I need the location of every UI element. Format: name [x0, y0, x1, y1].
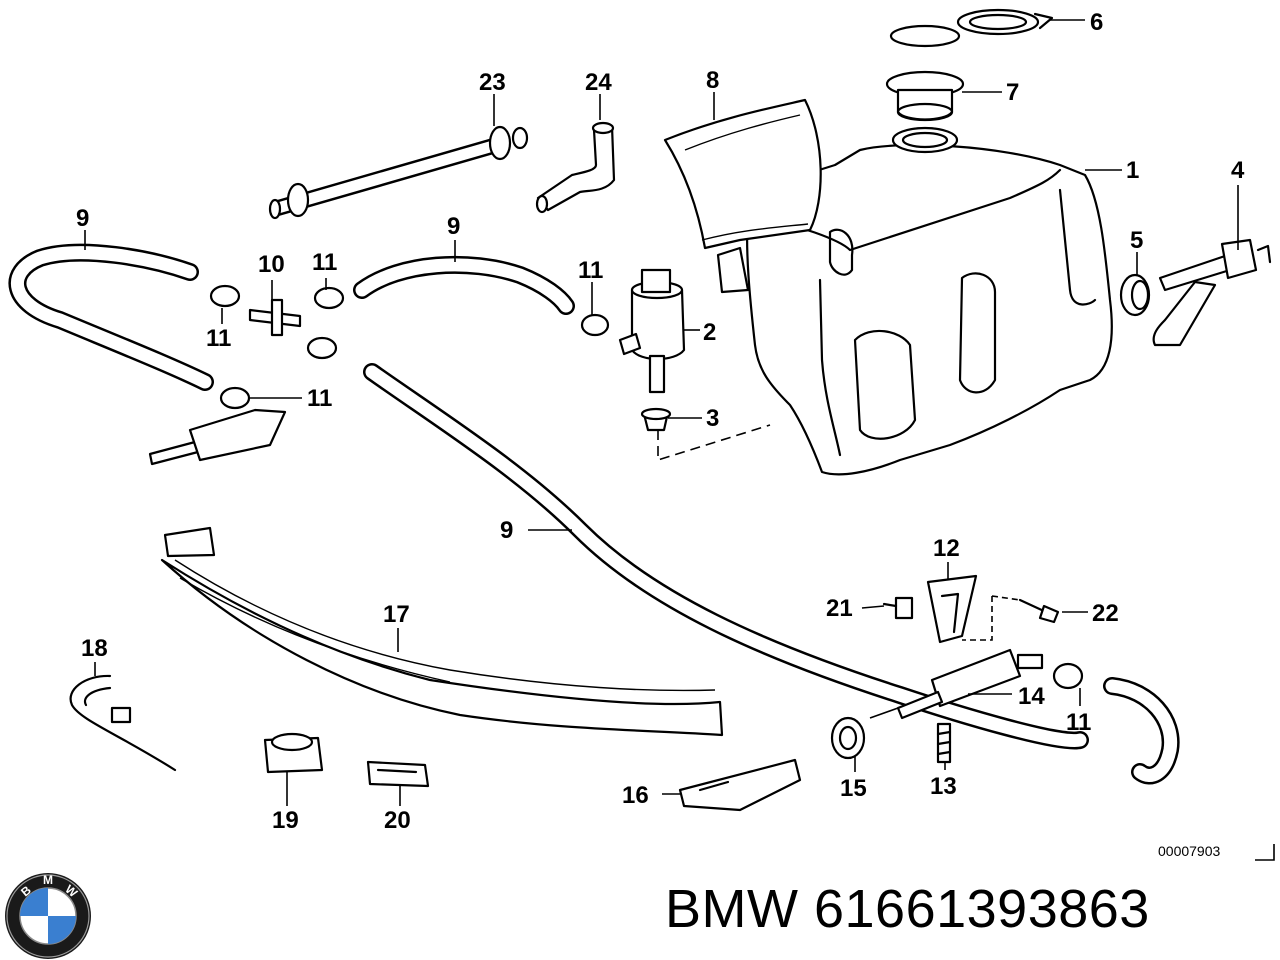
heater-14 [896, 648, 1044, 720]
callout-2: 2 [703, 319, 716, 346]
callout-19: 19 [272, 807, 299, 834]
holder-15 [830, 716, 866, 760]
callout-13: 13 [930, 773, 957, 800]
hose-left-9 [8, 243, 214, 391]
callout-6: 6 [1090, 9, 1103, 36]
callout-9b: 9 [447, 213, 460, 240]
bmw-logo-icon: B M W [5, 873, 91, 959]
cable-tie-18 [69, 674, 177, 772]
callout-1: 1 [1126, 157, 1139, 184]
callout-8: 8 [706, 67, 719, 94]
clip-20 [366, 760, 430, 788]
callout-23: 23 [479, 69, 506, 96]
hose-right-hook [1103, 677, 1180, 785]
pipe-23 [268, 125, 529, 220]
screw-22 [1018, 598, 1060, 624]
callout-17: 17 [383, 601, 410, 628]
reference-code: 00007903 [1158, 843, 1221, 859]
hose-main-9 [363, 363, 1089, 750]
logo-letter-m: M [43, 873, 53, 887]
nozzle-16 [678, 758, 802, 812]
callout-24: 24 [585, 69, 612, 96]
washer-pump-2 [618, 268, 686, 394]
callout-18: 18 [81, 635, 108, 662]
callout-11b: 11 [206, 325, 231, 352]
callout-14: 14 [1018, 683, 1045, 710]
clip-19 [263, 732, 324, 774]
t-connector-10 [248, 298, 302, 337]
callout-11e: 11 [1066, 709, 1091, 736]
shield-8 [663, 98, 822, 250]
level-sensor-4 [1152, 238, 1272, 347]
corner-mark [1255, 844, 1275, 861]
elbow-24 [535, 121, 616, 214]
plug-21 [882, 596, 914, 620]
bracket-12 [926, 574, 978, 644]
callout-9c: 9 [500, 517, 513, 544]
callout-3: 3 [706, 405, 719, 432]
hose-clamp-11 [209, 284, 1084, 690]
callout-10: 10 [258, 251, 285, 278]
callout-21: 21 [826, 595, 853, 622]
callout-5: 5 [1130, 227, 1143, 254]
part-number-title: BMW 61661393863 [665, 879, 1150, 939]
bumper-bracket-17 [160, 526, 724, 737]
grommet-3 [640, 407, 672, 432]
callout-7: 7 [1006, 79, 1019, 106]
callout-11c: 11 [578, 257, 603, 284]
leader-lines [84, 19, 1239, 806]
hose-upper-9 [353, 255, 575, 315]
callout-20: 20 [384, 807, 411, 834]
screw-13 [936, 722, 952, 764]
callout-11a: 11 [312, 249, 337, 276]
callout-11d: 11 [307, 385, 332, 412]
seal-ring-6 [889, 8, 1054, 48]
callout-22: 22 [1092, 600, 1119, 627]
callout-16: 16 [622, 782, 649, 809]
callout-15: 15 [840, 775, 867, 802]
callout-4: 4 [1231, 157, 1245, 184]
callout-9a: 9 [76, 205, 89, 232]
grommet-5 [1119, 273, 1151, 317]
filler-neck-7 [885, 70, 965, 122]
callout-12: 12 [933, 535, 960, 562]
callout-labels: 1 2 3 4 5 6 7 8 9 9 9 10 11 11 11 11 11 … [76, 9, 1245, 834]
washer-tank [716, 126, 1113, 476]
nozzle-connector-left [148, 408, 287, 466]
